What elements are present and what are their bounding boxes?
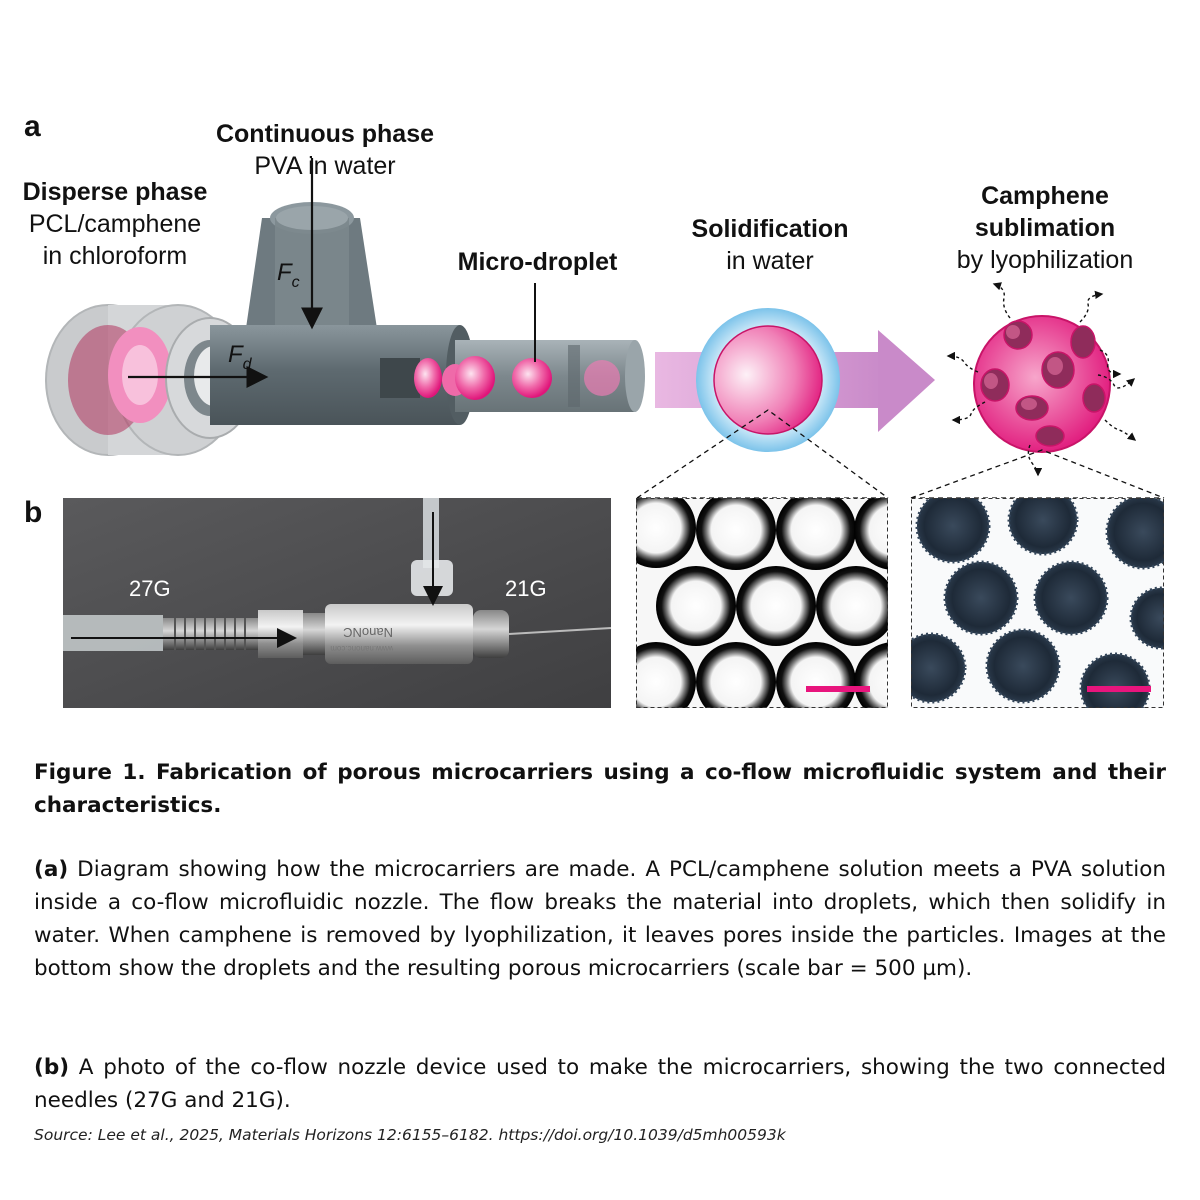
source-citation: Source: Lee et al., 2025, Materials Hori…: [34, 1126, 786, 1144]
caption-a: (a) Diagram showing how the microcarrier…: [34, 853, 1166, 985]
solidification-subtitle: in water: [726, 247, 814, 275]
porous-micrograph: [911, 498, 1164, 708]
sublimation-arrows: [946, 282, 1137, 477]
sublimation-label: Camphene sublimation by lyophilization: [930, 180, 1160, 276]
needle-27g-label: 27G: [129, 576, 171, 601]
continuous-phase-label: Continuous phase PVA in water: [180, 118, 470, 182]
nozzle-url: www.nanonc.com: [330, 644, 394, 653]
caption-a-text: Diagram showing how the microcarriers ar…: [34, 857, 1166, 981]
micro-droplet-sphere: [512, 358, 552, 398]
continuous-phase-title: Continuous phase: [215, 120, 435, 148]
force-c-label: Fc: [277, 259, 300, 291]
continuous-phase-subtitle: PVA in water: [254, 152, 396, 180]
nozzle-photo: NanoNC www.nanonc.com 27G 21G: [63, 498, 611, 708]
disperse-phase-label: Disperse phase PCL/camphene in chlorofor…: [0, 176, 230, 272]
scale-bar: [1087, 686, 1151, 692]
panel-b-letter: b: [24, 496, 43, 529]
caption-b-label: (b): [34, 1055, 70, 1080]
droplet-micrograph: [636, 498, 888, 708]
figure-title: Figure 1. Fabrication of porous microcar…: [34, 760, 1166, 818]
solidification-title: Solidification: [691, 215, 849, 243]
porous-microcarrier: [973, 315, 1111, 453]
micro-droplet-label: Micro-droplet: [457, 248, 618, 276]
disperse-phase-title: Disperse phase: [22, 178, 208, 206]
nozzle-brand: NanoNC: [343, 625, 393, 640]
solidified-particle: [696, 308, 840, 452]
caption-a-label: (a): [34, 857, 69, 882]
threaded-connector: [163, 610, 325, 658]
disperse-phase-line1: PCL/camphene: [28, 210, 202, 238]
caption-b: (b) A photo of the co-flow nozzle device…: [34, 1051, 1166, 1117]
force-d-label: Fd: [228, 341, 253, 373]
co-flow-diagram: Fc Fd: [45, 158, 1165, 499]
solidification-label: Solidification in water: [670, 213, 870, 277]
needle-21g-label: 21G: [505, 576, 547, 601]
disperse-phase-line2: in chloroform: [42, 242, 188, 270]
panel-a-letter: a: [24, 110, 41, 143]
output-needle: [508, 627, 611, 635]
scale-bar: [806, 686, 870, 692]
sublimation-title-2: sublimation: [974, 214, 1116, 242]
sublimation-subtitle: by lyophilization: [956, 246, 1134, 274]
nozzle-body: NanoNC www.nanonc.com: [325, 604, 509, 664]
droplet-formation: [414, 356, 620, 400]
caption-b-text: A photo of the co-flow nozzle device use…: [34, 1055, 1166, 1113]
sublimation-title-1: Camphene: [981, 182, 1109, 210]
